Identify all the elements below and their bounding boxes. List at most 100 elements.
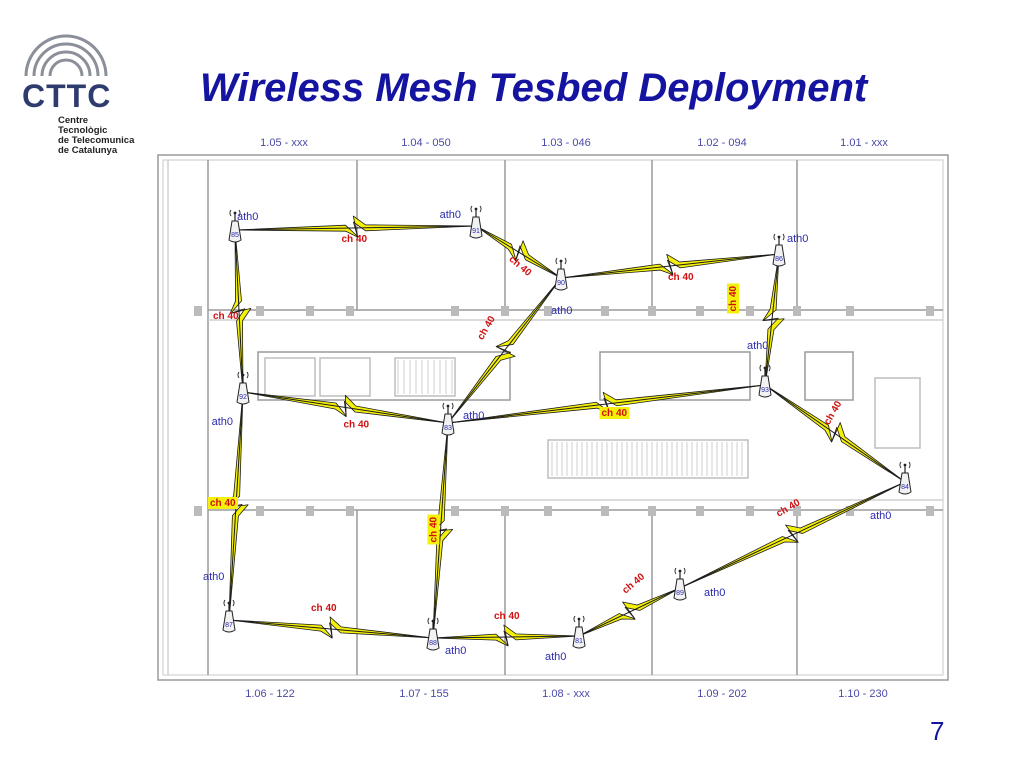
column-mark xyxy=(544,506,552,516)
room-label: 1.07 - 155 xyxy=(399,688,449,700)
mesh-node-90[interactable]: 90 ath0 xyxy=(551,257,572,317)
iface-label: ath0 xyxy=(704,587,725,599)
mesh-link-83-93: ch 40 xyxy=(447,384,766,424)
column-mark xyxy=(501,506,509,516)
column-mark xyxy=(746,506,754,516)
signal-icon xyxy=(237,371,249,379)
antenna-tip xyxy=(903,463,907,467)
room-label: 1.05 - xxx xyxy=(260,137,308,149)
iface-label: ath0 xyxy=(212,416,233,428)
channel-label: ch 40 xyxy=(494,611,520,622)
channel-label: ch 40 xyxy=(620,571,647,596)
column-mark xyxy=(648,506,656,516)
mesh-link-92-83: ch 40 xyxy=(242,391,449,431)
column-mark xyxy=(194,306,202,316)
link-line xyxy=(432,422,449,639)
node-id: 86 xyxy=(775,256,783,263)
iface-label: ath0 xyxy=(551,305,572,317)
node-id: 91 xyxy=(472,228,480,235)
mesh-nodes: 85ath091ath090ath086ath092ath083ath093at… xyxy=(203,205,912,663)
node-id: 81 xyxy=(575,638,583,645)
column-mark xyxy=(256,506,264,516)
node-id: 83 xyxy=(444,425,452,432)
room-label: 1.09 - 202 xyxy=(697,688,747,700)
column-mark xyxy=(501,306,509,316)
column-mark xyxy=(346,506,354,516)
channel-label: ch 40 xyxy=(728,285,739,311)
channel-highlight xyxy=(599,407,630,419)
mesh-node-81[interactable]: 81 ath0 xyxy=(545,615,586,663)
iface-label: ath0 xyxy=(237,211,258,223)
signal-icon xyxy=(427,617,439,625)
column-mark xyxy=(846,306,854,316)
node-id: 92 xyxy=(239,394,247,401)
node-id: 93 xyxy=(761,387,769,394)
iface-label: ath0 xyxy=(870,510,891,522)
column-mark xyxy=(846,506,854,516)
signal-icon xyxy=(759,364,771,372)
window-marks xyxy=(194,306,934,516)
node-id: 88 xyxy=(429,640,437,647)
column-mark xyxy=(793,506,801,516)
cttc-logo xyxy=(18,24,148,174)
mesh-link-88-81: ch 40 xyxy=(432,611,580,647)
column-mark xyxy=(648,306,656,316)
mesh-node-92[interactable]: 92 ath0 xyxy=(212,371,250,428)
channel-label: ch 40 xyxy=(344,420,370,431)
channel-label: ch 40 xyxy=(210,498,236,509)
link-line xyxy=(234,225,477,231)
link-line xyxy=(228,619,434,639)
room-labels-bottom: 1.06 - 122 1.07 - 155 1.08 - xxx 1.09 - … xyxy=(245,688,888,700)
router-icon xyxy=(898,472,912,495)
iface-label: ath0 xyxy=(463,410,484,422)
link-line xyxy=(578,587,681,637)
logo-subtitle-line: Centre xyxy=(58,115,89,126)
link-line xyxy=(447,384,766,424)
link-line xyxy=(447,277,562,424)
link-line xyxy=(242,391,449,424)
antenna-tip xyxy=(777,235,781,239)
antenna-tip xyxy=(474,207,478,211)
building-outline xyxy=(157,154,949,681)
mesh-link-90-86: ch 40 xyxy=(560,253,780,283)
logo-subtitle-line: de Telecomunica xyxy=(58,135,135,146)
column-mark xyxy=(194,506,202,516)
mesh-link-87-88: ch 40 xyxy=(228,603,434,639)
link-zigzag xyxy=(432,624,580,647)
room-label: 1.06 - 122 xyxy=(245,688,295,700)
iface-label: ath0 xyxy=(545,651,566,663)
router-icon xyxy=(758,375,772,398)
iface-label: ath0 xyxy=(203,571,224,583)
column-mark xyxy=(926,506,934,516)
signal-icon xyxy=(899,461,911,469)
room-label: 1.03 - 046 xyxy=(541,137,591,149)
router-icon xyxy=(426,628,440,651)
node-id: 90 xyxy=(557,280,565,287)
router-icon xyxy=(673,578,687,601)
logo-subtitle-line: de Catalunya xyxy=(58,145,118,156)
column-mark xyxy=(256,306,264,316)
antenna-tip xyxy=(446,404,450,408)
channel-label: ch 40 xyxy=(822,399,845,427)
channel-highlight xyxy=(727,283,739,314)
router-icon xyxy=(228,220,242,243)
column-mark xyxy=(451,506,459,516)
logo-wordmark: CTTC xyxy=(22,78,112,114)
antenna-tip xyxy=(678,569,682,573)
mesh-node-85[interactable]: 85 ath0 xyxy=(228,209,258,243)
node-id: 85 xyxy=(231,232,239,239)
mesh-link-81-89: ch 40 xyxy=(578,571,681,637)
page-number: 7 xyxy=(930,716,945,746)
router-icon xyxy=(554,268,568,291)
mesh-node-83[interactable]: 83 ath0 xyxy=(441,402,484,436)
column-mark xyxy=(306,506,314,516)
signal-icon xyxy=(229,209,241,217)
mesh-link-89-84: ch 40 xyxy=(679,481,906,589)
